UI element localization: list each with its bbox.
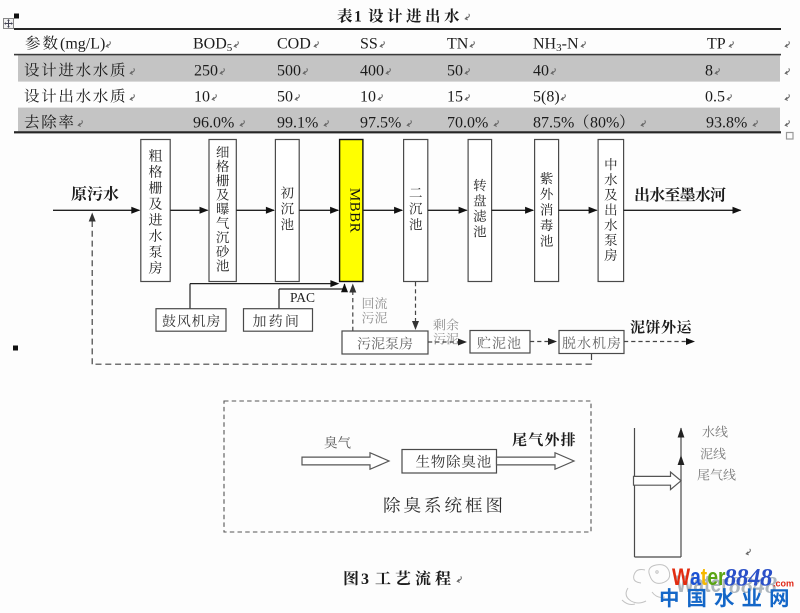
svg-text:96.0%: 96.0% bbox=[193, 115, 234, 132]
svg-text:BOD5: BOD5 bbox=[193, 36, 233, 55]
svg-text:W: W bbox=[672, 563, 691, 591]
svg-text:a: a bbox=[690, 563, 701, 591]
svg-text:.com: .com bbox=[773, 579, 794, 589]
svg-text:97.5%: 97.5% bbox=[360, 115, 401, 132]
svg-text:93.8%: 93.8% bbox=[706, 115, 747, 132]
svg-text:PAC: PAC bbox=[290, 290, 315, 305]
svg-text:250: 250 bbox=[194, 63, 218, 80]
svg-text:NH3-N: NH3-N bbox=[533, 36, 579, 55]
svg-text:80%: 80% bbox=[590, 115, 619, 132]
svg-text:t: t bbox=[701, 563, 707, 591]
svg-text:8848: 8848 bbox=[729, 573, 777, 599]
svg-text:15: 15 bbox=[447, 89, 463, 106]
svg-text:500: 500 bbox=[277, 63, 301, 80]
svg-text:0.5: 0.5 bbox=[705, 89, 725, 106]
svg-text:70.0%: 70.0% bbox=[447, 115, 488, 132]
svg-text:3: 3 bbox=[361, 571, 369, 588]
svg-text:MBBR: MBBR bbox=[347, 188, 363, 233]
svg-text:TP: TP bbox=[707, 36, 726, 53]
svg-text:87.5%: 87.5% bbox=[533, 115, 574, 132]
svg-text:10: 10 bbox=[360, 89, 376, 106]
svg-text:8848: 8848 bbox=[724, 565, 773, 592]
svg-text:1: 1 bbox=[354, 9, 362, 26]
svg-text:50: 50 bbox=[447, 63, 463, 80]
svg-text:COD: COD bbox=[277, 36, 311, 53]
svg-text:r: r bbox=[718, 563, 726, 591]
svg-text:10: 10 bbox=[194, 89, 210, 106]
svg-text:e: e bbox=[707, 563, 718, 591]
svg-text:5(8): 5(8) bbox=[533, 89, 560, 106]
svg-text:TN: TN bbox=[447, 36, 469, 53]
svg-text:SS: SS bbox=[360, 36, 378, 53]
svg-text:99.1%: 99.1% bbox=[277, 115, 318, 132]
svg-text:8: 8 bbox=[705, 63, 713, 80]
svg-text:400: 400 bbox=[360, 63, 384, 80]
svg-text:Water: Water bbox=[676, 570, 729, 598]
svg-text:40: 40 bbox=[533, 63, 549, 80]
svg-text:(mg/L): (mg/L) bbox=[60, 36, 105, 53]
svg-text:50: 50 bbox=[277, 89, 293, 106]
